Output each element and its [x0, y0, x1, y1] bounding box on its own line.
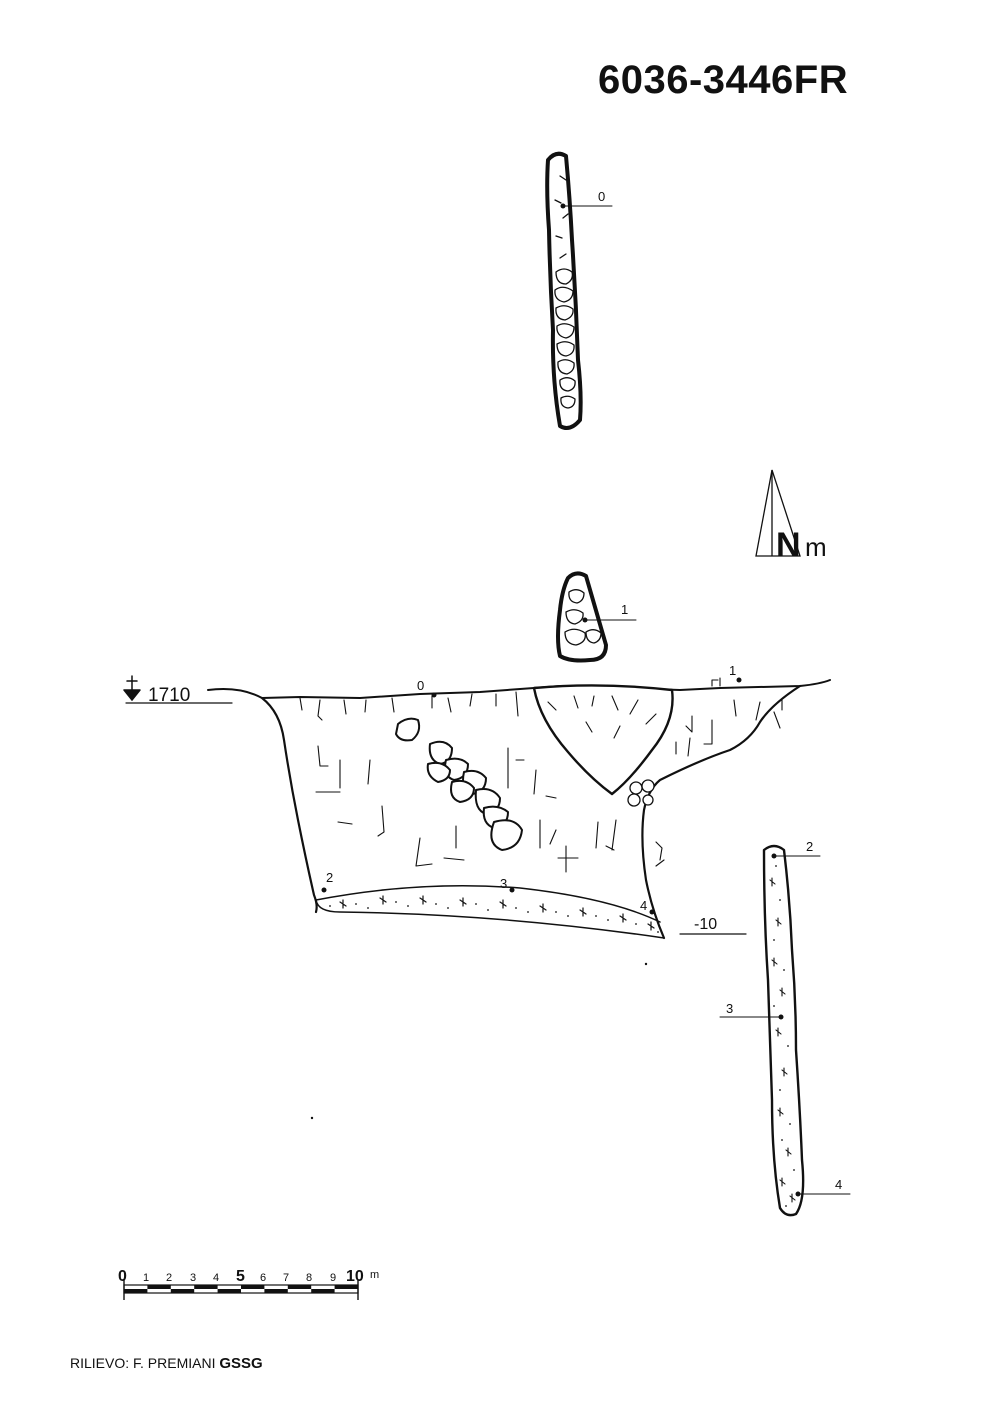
north-label: N	[776, 526, 801, 564]
depth-label: -10	[694, 916, 717, 933]
plan-station-3: 3	[726, 1001, 733, 1016]
north-label-magnetic: m	[805, 532, 827, 562]
scale-tick-6: 6	[260, 1272, 266, 1284]
scale-unit: m	[370, 1269, 379, 1281]
elevation-marker-icon	[123, 675, 233, 704]
scale-tick-5: 5	[236, 1268, 245, 1285]
section-station-2: 2	[326, 870, 333, 885]
elevation-label: 1710	[148, 685, 190, 706]
plan-station-2: 2	[806, 839, 813, 854]
plan-station-1: 1	[621, 602, 628, 617]
survey-credit: RILIEVO: F. PREMIANI GSSG	[70, 1355, 263, 1372]
scale-bar	[123, 1280, 359, 1300]
scale-tick-4: 4	[213, 1272, 219, 1284]
scale-tick-8: 8	[306, 1272, 312, 1284]
section-station-0: 0	[417, 678, 424, 693]
north-arrow-icon	[755, 469, 801, 557]
plan-station-4: 4	[835, 1177, 842, 1192]
scale-bar-labels: 0 1 2 3 4 5 6 7 8 9 10 m	[118, 1268, 379, 1285]
scale-tick-9: 9	[330, 1272, 336, 1284]
plan-station-0: 0	[598, 189, 605, 204]
credit-group: GSSG	[219, 1355, 263, 1372]
survey-code-title: 6036-3446FR	[598, 58, 849, 102]
section-station-1: 1	[729, 663, 736, 678]
scale-tick-10: 10	[346, 1268, 364, 1285]
scale-tick-0: 0	[118, 1268, 127, 1285]
plan-shaft-upper	[545, 151, 613, 430]
scale-tick-3: 3	[190, 1272, 196, 1284]
credit-surveyor: RILIEVO: F. PREMIANI	[70, 1355, 216, 1371]
plan-passage-lower	[719, 844, 851, 1217]
section-station-3: 3	[500, 876, 507, 891]
section-station-4: 4	[640, 898, 647, 913]
scale-tick-7: 7	[283, 1272, 289, 1284]
section-profile	[123, 675, 831, 1120]
scale-tick-2: 2	[166, 1272, 172, 1284]
scale-tick-1: 1	[143, 1272, 149, 1284]
plan-shaft-middle	[556, 571, 637, 663]
